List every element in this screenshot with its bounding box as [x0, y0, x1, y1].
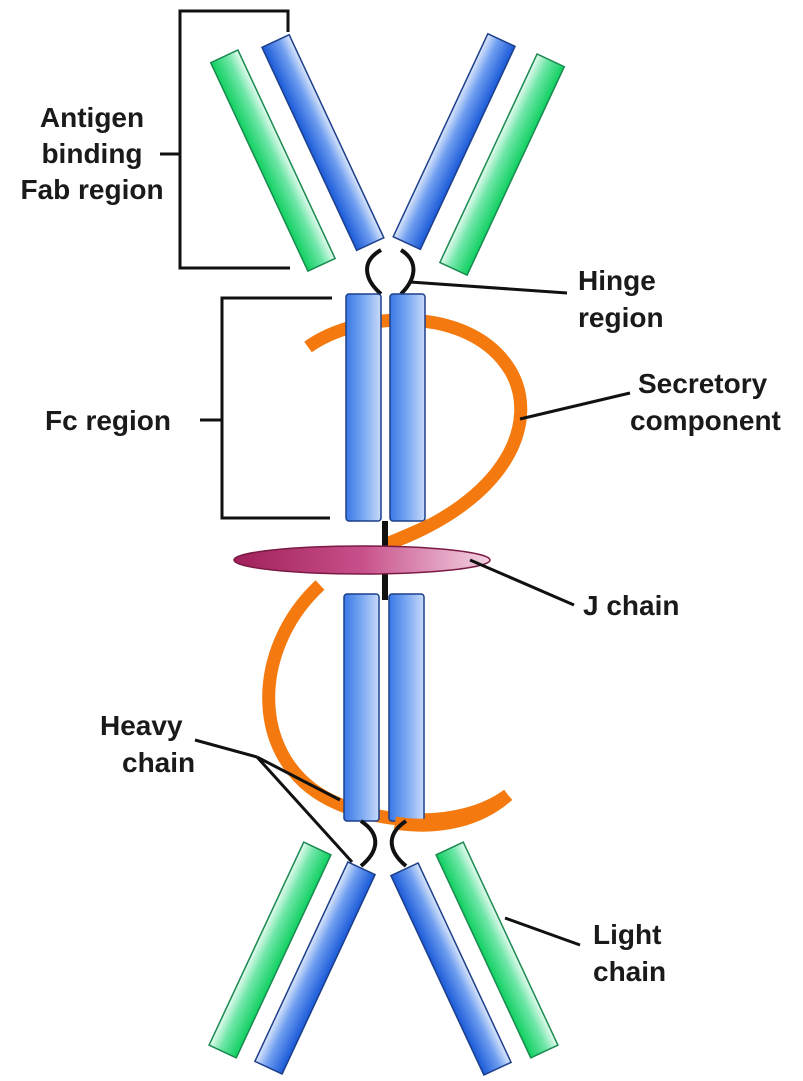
j-chain	[234, 546, 490, 574]
light-chain-label-2: chain	[593, 956, 666, 987]
hinge-region-label-2: region	[578, 302, 664, 333]
upper-left-fab	[211, 35, 384, 271]
lower-left-fab	[209, 842, 375, 1074]
j-chain-leader	[470, 560, 574, 605]
fc-region-label: Fc region	[45, 405, 171, 436]
heavy-chain-label-2: chain	[122, 747, 195, 778]
heavy-chain-leader-a	[195, 740, 257, 757]
heavy-chain-fc-lower-right	[389, 594, 424, 821]
hinge-lower-left	[361, 821, 375, 866]
secretory-component-front	[385, 525, 430, 545]
fab-region-label-1: Antigen	[40, 102, 144, 133]
heavy-chain-leader-b	[257, 757, 340, 800]
fc-upper	[346, 294, 425, 521]
hinge-region-leader	[410, 282, 567, 293]
heavy-chain-label-1: Heavy	[100, 710, 183, 741]
j-chain-label: J chain	[583, 590, 679, 621]
secretory-component-label-2: component	[630, 405, 781, 436]
secretory-component-label-1: Secretory	[638, 368, 768, 399]
hinge-region-label-1: Hinge	[578, 265, 656, 296]
fab-region-label-2: binding	[41, 138, 142, 169]
fc-lower	[344, 594, 424, 821]
light-chain-leader	[505, 918, 580, 945]
light-chain-label-1: Light	[593, 919, 661, 950]
lower-right-fab	[391, 842, 558, 1075]
hinge-upper-right	[401, 250, 413, 294]
fc-region-bracket	[222, 298, 332, 518]
heavy-chain-fc-upper-right	[390, 294, 425, 521]
heavy-chain-fc-upper-left	[346, 294, 381, 521]
hinge-upper-left	[367, 250, 381, 294]
heavy-chain-fc-lower-left	[344, 594, 379, 821]
fab-region-label-3: Fab region	[20, 174, 163, 205]
upper-right-fab	[393, 34, 564, 275]
secretory-component-leader	[520, 393, 630, 419]
